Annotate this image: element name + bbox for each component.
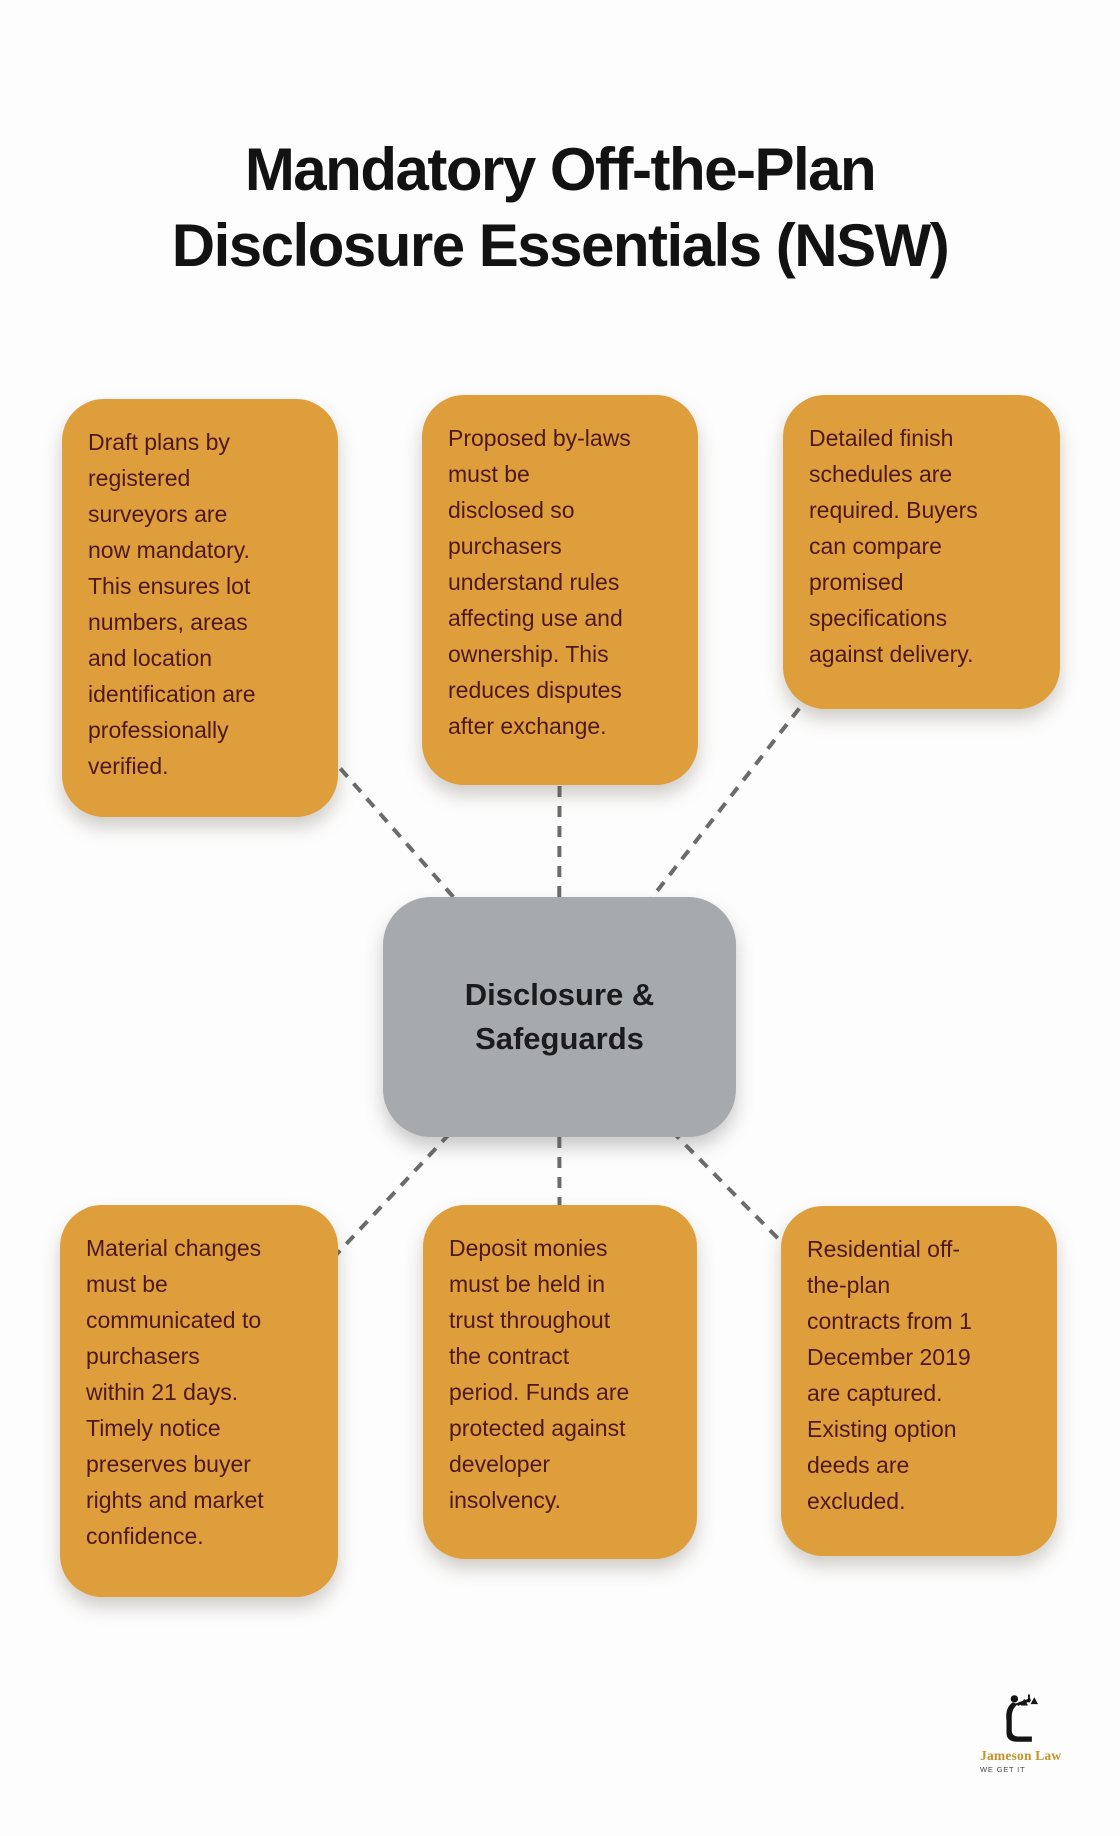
card-residential-contracts: Residential off- the-plan contracts from… — [781, 1206, 1057, 1556]
card-material-changes: Material changes must be communicated to… — [60, 1205, 338, 1597]
logo-name: Jameson Law — [980, 1748, 1062, 1763]
center-node-disclosure-safeguards: Disclosure & Safeguards — [383, 897, 736, 1137]
logo-tagline: WE GET IT — [980, 1765, 1026, 1774]
page-title-line-2: Disclosure Essentials (NSW) — [171, 212, 950, 280]
card-deposit-monies: Deposit monies must be held in trust thr… — [423, 1205, 697, 1559]
lady-justice-icon — [1006, 1694, 1038, 1742]
card-draft-plans: Draft plans by registered surveyors are … — [62, 399, 338, 817]
page-title-line-1: Mandatory Off-the-Plan — [244, 136, 877, 204]
card-finish-schedules: Detailed finish schedules are required. … — [783, 395, 1060, 709]
page-title: Mandatory Off-the-Plan Disclosure Essent… — [0, 132, 1120, 284]
jameson-law-logo: Jameson Law WE GET IT — [980, 1692, 1090, 1774]
card-proposed-by-laws: Proposed by-laws must be disclosed so pu… — [422, 395, 698, 785]
